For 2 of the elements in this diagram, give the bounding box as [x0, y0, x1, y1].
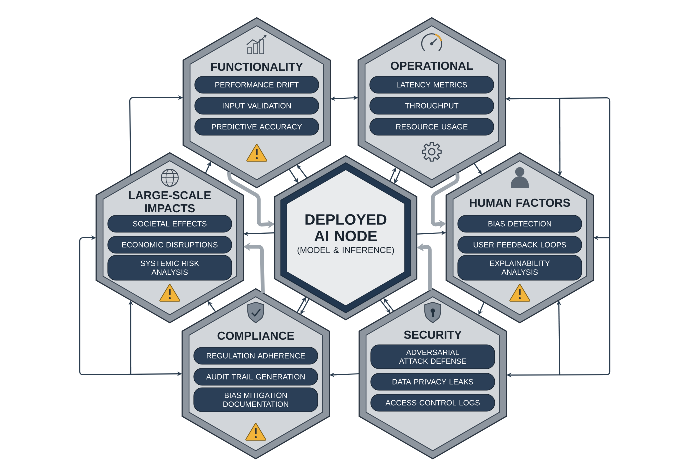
core-hexagon: DEPLOYED AI NODE (MODEL & INFERENCE) [274, 155, 418, 321]
arrow [296, 297, 306, 314]
